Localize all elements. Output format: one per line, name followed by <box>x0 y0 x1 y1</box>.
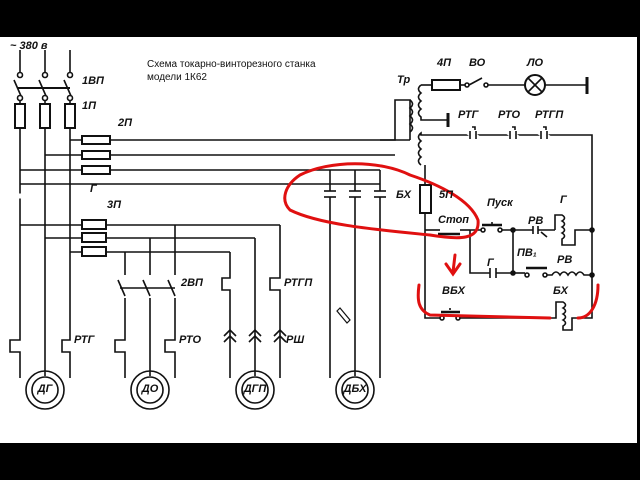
relay-rto-label: РТО <box>179 334 202 346</box>
diagram-title: Схема токарно-винторезного станка модели… <box>147 58 316 84</box>
title-line-2: модели 1К62 <box>147 72 207 83</box>
button-stop-label: Стоп <box>438 214 470 226</box>
button-pusk-label: Пуск <box>487 197 513 209</box>
switch-2vp-label: 2ВП <box>181 277 203 289</box>
plug-rsh-label: РШ <box>286 334 305 346</box>
red-annotation <box>283 162 600 320</box>
transformer-label: Тр <box>397 74 411 86</box>
main-supply <box>9 50 76 378</box>
switch-vbx-label: ВБХ <box>442 285 465 297</box>
switch-1vp-label: 1ВП <box>82 75 104 87</box>
motor-dgp-label: ДГП <box>243 383 267 395</box>
coil-g-label: Г <box>560 194 567 206</box>
fuse-4p-label: 4П <box>437 57 452 69</box>
switch-vo-label: ВО <box>469 57 486 69</box>
contact-bx-label: БХ <box>396 189 411 201</box>
contact-rto-label: РТО <box>498 109 521 121</box>
bus-3p <box>20 219 287 378</box>
coil-rv-label: РВ <box>557 254 573 266</box>
fuse-1p-label: 1П <box>82 100 97 112</box>
pencil-sketch <box>336 307 351 324</box>
motors <box>25 370 375 410</box>
button-pv1-label: ПВ₁ <box>517 247 537 259</box>
relay-rtgp-label: РТГП <box>284 277 313 289</box>
schematic-sheet: ~ 380 в Схема токарно-винторезного станк… <box>0 37 637 443</box>
motor-do-label: ДО <box>141 383 159 395</box>
relay-rtg-label: РТГ <box>74 334 95 346</box>
contact-rv-label: РВ <box>528 215 544 227</box>
supply-voltage-label: ~ 380 в <box>10 40 48 52</box>
motor-dg-label: ДГ <box>37 383 53 395</box>
motor-dbx-label: ДБХ <box>343 383 367 395</box>
fuse-3p-label: 3П <box>107 199 122 211</box>
title-line-1: Схема токарно-винторезного станка <box>147 59 316 70</box>
bus-2p <box>20 135 410 378</box>
fuse-2p-label: 2П <box>118 117 133 129</box>
contact-g-label: Г <box>487 257 494 269</box>
fuse-5p-label: 5П <box>439 189 454 201</box>
contactor-g-label: Г <box>90 183 97 195</box>
lamp-lo-label: ЛО <box>527 57 544 69</box>
contact-rtg-label: РТГ <box>458 109 479 121</box>
coil-bx-label: БХ <box>553 285 568 297</box>
contact-rtgp-label: РТГП <box>535 109 564 121</box>
schematic-drawing <box>9 50 600 410</box>
